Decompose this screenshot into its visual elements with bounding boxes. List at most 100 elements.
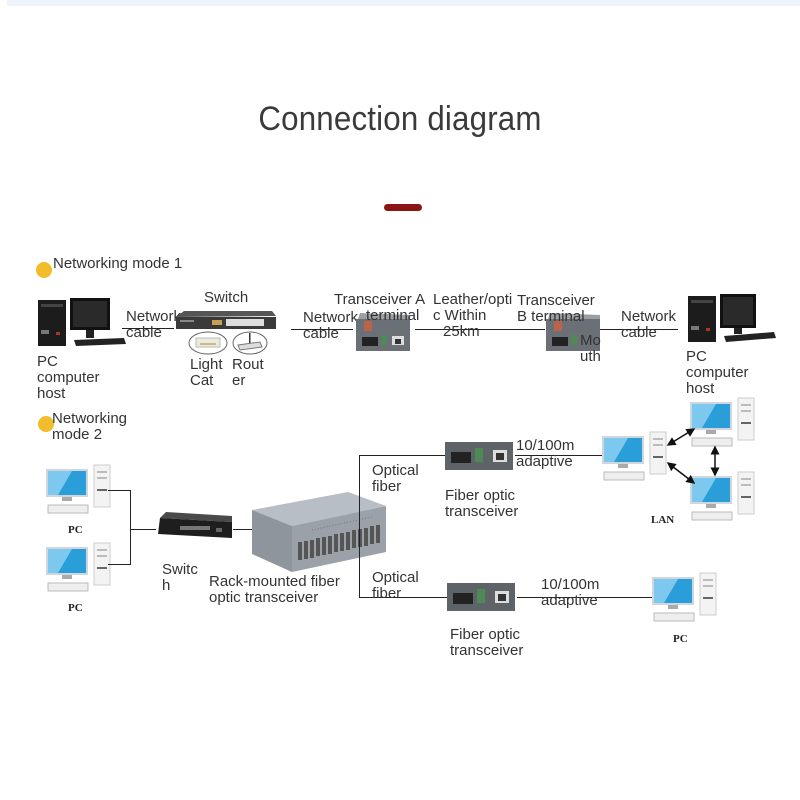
switch-label-line: h <box>162 577 171 594</box>
cable-right-line <box>600 329 678 330</box>
transceiver-a-label-line: Transceiver A <box>334 291 426 308</box>
cable-right-label-line: Network <box>621 308 677 325</box>
router-label-line: Rout <box>232 356 264 373</box>
adaptive-top-label-line: adaptive <box>516 453 573 470</box>
title-accent-bar <box>384 204 422 211</box>
rack-label-line: Rack-mounted fiber <box>209 573 340 590</box>
pc-label: PC <box>673 633 688 645</box>
transceiver-a-icon <box>356 313 410 351</box>
pc-icon <box>46 464 111 514</box>
fiber-branch-vertical <box>359 455 360 598</box>
cable-left-line <box>122 328 174 329</box>
pc-tower-icon <box>688 294 776 342</box>
mode1-dot-icon <box>36 262 52 278</box>
right-pc-label-line: host <box>686 380 715 397</box>
transceiver-b-label-line: B terminal <box>517 308 585 325</box>
top-band <box>7 0 800 6</box>
fiber-link-label: Leather/opti c Within 25km <box>433 292 512 340</box>
cable-left-label-line: Network <box>126 308 182 325</box>
fiber-bottom-label: Optical fiber <box>372 570 419 602</box>
lan-arrow-bottom <box>666 462 696 484</box>
adaptive-top-label: 10/100m adaptive <box>516 438 574 470</box>
cable-left-label: Network cable <box>126 309 181 341</box>
adaptive-bottom-label-line: adaptive <box>541 592 598 609</box>
left-pc-label: PC computer host <box>37 354 100 402</box>
light-cat-label-line: Light <box>190 356 223 373</box>
pc-link-line <box>108 490 130 491</box>
lan-label: LAN <box>651 514 675 526</box>
pc-label: PC <box>68 602 83 614</box>
router-label: Rout er <box>232 357 264 389</box>
switch-label: Switch <box>204 289 249 306</box>
right-pc-label-line: PC <box>686 348 707 365</box>
transceiver-top-label: Fiber optic transceiver <box>445 488 518 520</box>
transceiver-bottom-label-line: transceiver <box>450 642 524 659</box>
fiber-link-label-line: c Within <box>433 307 487 324</box>
adaptive-bottom-label-line: 10/100m <box>541 576 600 593</box>
transceiver-top-label-line: transceiver <box>445 503 519 520</box>
light-cat-label-line: Cat <box>190 372 214 389</box>
fiber-top-label-line: Optical <box>372 462 419 479</box>
cable-mid-line <box>291 329 353 330</box>
transceiver-bottom-label: Fiber optic transceiver <box>450 627 523 659</box>
rack-label: Rack-mounted fiber optic transceiver <box>209 574 340 606</box>
fiber-link-label-line: Leather/opti <box>433 291 513 308</box>
rack-transceiver-icon <box>252 492 386 572</box>
adaptive-top-label-line: 10/100m <box>516 437 575 454</box>
cable-mid-label-line: Network <box>303 309 359 326</box>
switch-icon <box>158 512 232 538</box>
transceiver-bottom-label-line: Fiber optic <box>450 626 521 643</box>
cable-mid-label: Network cable <box>303 310 358 342</box>
fiber-top-label: Optical fiber <box>372 463 419 495</box>
pc-icon <box>46 542 111 592</box>
pc-bracket-line <box>130 490 131 565</box>
pc-icon <box>652 572 717 622</box>
right-pc-label: PC computer host <box>686 349 749 397</box>
transceiver-b-mouth-label: Mo uth <box>580 333 601 365</box>
transceiver-a-label-line: terminal <box>366 307 420 324</box>
fiber-link-label-line: 25km <box>443 323 480 340</box>
mouth-label-line: Mo <box>580 332 601 349</box>
adaptive-bottom-label: 10/100m adaptive <box>541 577 599 609</box>
mode2-heading: Networking mode 2 <box>52 411 127 443</box>
fiber-bottom-label-line: Optical <box>372 569 419 586</box>
left-pc-label-line: PC <box>37 353 58 370</box>
left-pc-label-line: computer <box>37 369 100 386</box>
pc-switch-line <box>130 529 156 530</box>
transceiver-b-label: Transceiver B terminal <box>517 293 595 325</box>
fiber-top-label-line: fiber <box>372 478 402 495</box>
light-cat-icon <box>188 331 228 355</box>
switch-label-mode2: Switc h <box>162 562 198 594</box>
switch-rack-line <box>233 529 255 530</box>
fiber-link-line <box>415 329 545 330</box>
transceiver-b-icon <box>546 313 600 351</box>
mode2-dot-icon <box>38 416 54 432</box>
left-pc-label-line: host <box>37 385 66 402</box>
adaptive-bottom-line <box>517 597 657 598</box>
fiber-bottom-line <box>359 597 447 598</box>
transceiver-b-label-line: Transceiver <box>517 292 595 309</box>
transceiver-a-label: Transceiver A terminal <box>334 292 425 324</box>
mode1-heading: Networking mode 1 <box>53 255 183 272</box>
pc-tower-icon <box>38 298 126 346</box>
adaptive-top-line <box>515 455 605 456</box>
pc-link-line <box>108 564 130 565</box>
lan-arrows <box>666 428 720 484</box>
switch-label-line: Switc <box>162 561 198 578</box>
mouth-label-line: uth <box>580 348 601 365</box>
switch-icon <box>176 311 276 329</box>
mode2-heading-line: Networking <box>52 410 128 427</box>
router-label-line: er <box>232 372 246 389</box>
cable-mid-label-line: cable <box>303 325 339 342</box>
pc-label: PC <box>68 524 83 536</box>
fiber-transceiver-icon <box>447 583 515 611</box>
router-icon <box>232 331 268 355</box>
rack-label-line: optic transceiver <box>209 589 319 606</box>
fiber-transceiver-icon <box>445 442 513 470</box>
cable-right-label-line: cable <box>621 324 657 341</box>
pc-icon <box>690 471 755 521</box>
transceiver-top-label-line: Fiber optic <box>445 487 516 504</box>
lan-arrow-top <box>666 428 696 446</box>
cable-right-label: Network cable <box>621 309 676 341</box>
mode2-heading-line: mode 2 <box>52 426 103 443</box>
